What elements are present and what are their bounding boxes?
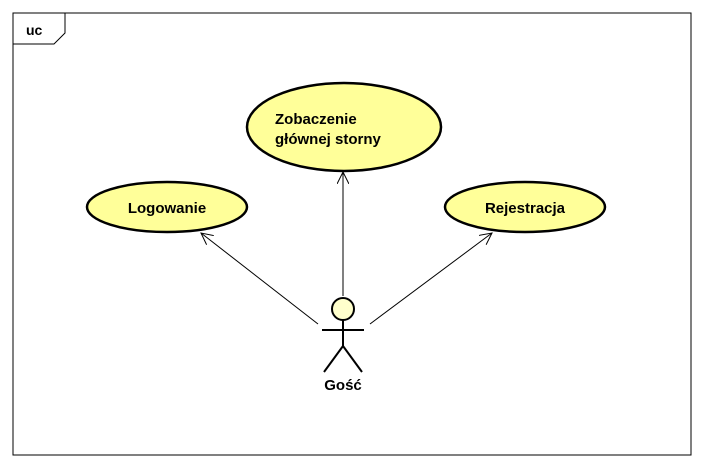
use-case-rejestracja-shape: [443, 180, 607, 234]
stick-figure-actor-icon: [322, 297, 364, 373]
use-case-rejestracja-label: Rejestracja: [485, 200, 566, 217]
frame-label-tab: [12, 12, 66, 45]
actor-left-leg: [323, 345, 344, 373]
use-case-zobaczenie[interactable]: Zobaczenie głównej storny: [245, 81, 443, 173]
actor-right-leg: [342, 345, 363, 373]
actor-name: Gość: [324, 377, 362, 394]
association-logowanie[interactable]: [201, 233, 319, 325]
use-case-logowanie[interactable]: Logowanie: [85, 180, 249, 234]
use-case-zobaczenie-label-line1: Zobaczenie: [275, 111, 357, 128]
use-case-logowanie-label: Logowanie: [128, 200, 206, 217]
frame-label: uc: [26, 22, 43, 38]
use-case-zobaczenie-label-line2: głównej storny: [275, 131, 382, 148]
use-case-rejestracja[interactable]: Rejestracja: [443, 180, 607, 234]
actor-gosc[interactable]: Gość: [322, 297, 364, 394]
actor-head: [331, 297, 355, 321]
use-case-logowanie-shape: [85, 180, 249, 234]
association-rejestracja[interactable]: [369, 233, 492, 325]
use-case-zobaczenie-shape: [245, 81, 443, 173]
